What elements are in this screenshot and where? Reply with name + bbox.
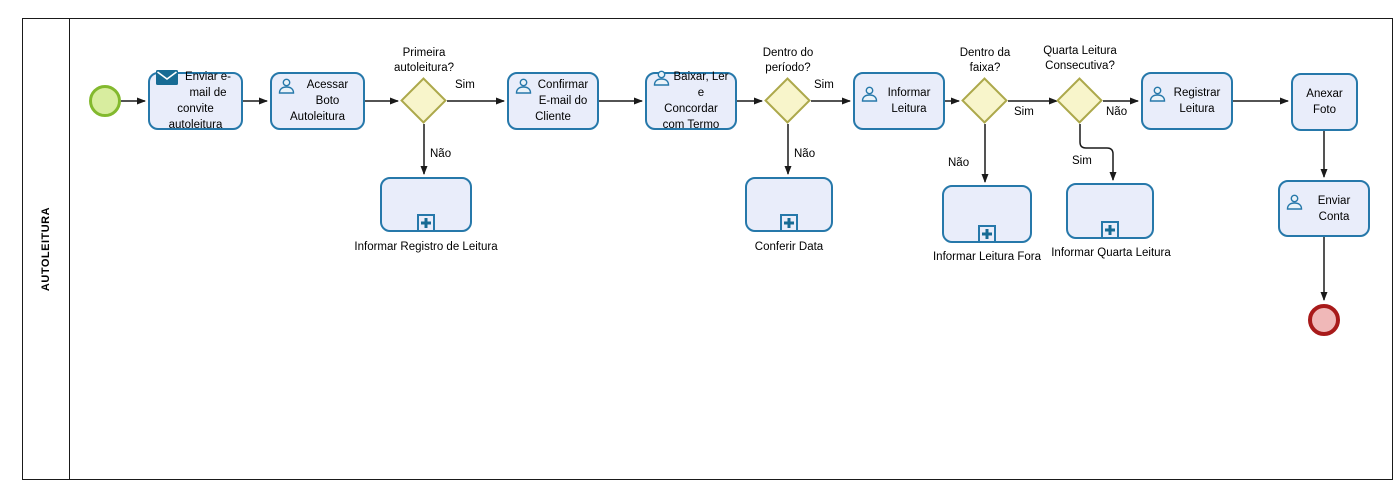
- subprocess-plus-icon[interactable]: [780, 214, 798, 232]
- gateway-label: Primeira autoleitura?: [393, 47, 455, 74]
- subprocess-informar-leitura-fora[interactable]: [942, 185, 1032, 243]
- user-icon: [515, 78, 532, 99]
- task-acessar-boto[interactable]: Acessar Boto Autoleitura: [270, 72, 365, 130]
- subprocess-informar-quarta[interactable]: [1066, 183, 1154, 239]
- user-icon: [1149, 86, 1166, 107]
- task-label: Informar Leitura: [887, 87, 931, 115]
- user-icon: [1286, 194, 1303, 215]
- pool-label-band: AUTOLEITURA: [23, 19, 70, 479]
- subprocess-conferir-data[interactable]: [745, 177, 833, 232]
- flow-label-nao: Não: [794, 148, 816, 160]
- pool-autoleitura: AUTOLEITURA: [22, 18, 1393, 480]
- flow-label-sim: Sim: [814, 79, 834, 91]
- task-enviar-email-convite[interactable]: Enviar e-mail de convite autoleitura: [148, 70, 243, 131]
- task-confirmar-email[interactable]: Confirmar E-mail do Cliente: [507, 72, 599, 130]
- task-label: Anexar Foto: [1306, 88, 1343, 116]
- subprocess-plus-icon[interactable]: [1101, 221, 1119, 239]
- user-icon: [653, 70, 670, 91]
- task-label: Registrar Leitura: [1173, 87, 1221, 115]
- task-label: Confirmar E-mail do Cliente: [535, 79, 589, 123]
- end-event[interactable]: [1308, 304, 1340, 336]
- flow-label-nao: Não: [948, 157, 970, 169]
- subprocess-informar-registro[interactable]: [380, 177, 472, 232]
- flow-label-nao: Não: [430, 148, 452, 160]
- task-label: Baixar, Ler e Concordar com Termo: [662, 71, 729, 131]
- subprocess-label: Informar Quarta Leitura: [1051, 247, 1171, 259]
- task-registrar-leitura[interactable]: Registrar Leitura: [1141, 72, 1233, 130]
- subprocess-plus-icon[interactable]: [417, 214, 435, 232]
- flow-label-nao: Não: [1106, 106, 1128, 118]
- gateway-label: Dentro da faixa?: [959, 47, 1011, 74]
- task-anexar-foto[interactable]: Anexar Foto: [1291, 73, 1358, 131]
- subprocess-label: Informar Registro de Leitura: [354, 241, 498, 253]
- task-enviar-conta[interactable]: Enviar Conta: [1278, 180, 1370, 237]
- subprocess-plus-icon[interactable]: [978, 225, 996, 243]
- task-informar-leitura[interactable]: Informar Leitura: [853, 72, 945, 130]
- user-icon: [278, 78, 295, 99]
- task-baixar-termo[interactable]: Baixar, Ler e Concordar com Termo: [645, 70, 737, 131]
- gateway-label: Quarta Leitura Consecutiva?: [1043, 45, 1117, 72]
- task-label: Acessar Boto Autoleitura: [290, 79, 349, 123]
- pool-title: AUTOLEITURA: [40, 206, 52, 292]
- envelope-icon: [156, 70, 178, 90]
- task-label: Enviar Conta: [1317, 194, 1351, 223]
- flow-label-sim: Sim: [1072, 155, 1092, 167]
- gateway-label: Dentro do período?: [762, 47, 814, 74]
- start-event[interactable]: [89, 85, 121, 117]
- subprocess-label: Informar Leitura Fora: [932, 251, 1041, 263]
- flow-label-sim: Sim: [455, 79, 475, 91]
- task-label: Enviar e-mail de convite autoleitura: [168, 71, 232, 131]
- user-icon: [861, 86, 878, 107]
- flow-label-sim: Sim: [1014, 106, 1034, 118]
- subprocess-label: Conferir Data: [754, 241, 824, 253]
